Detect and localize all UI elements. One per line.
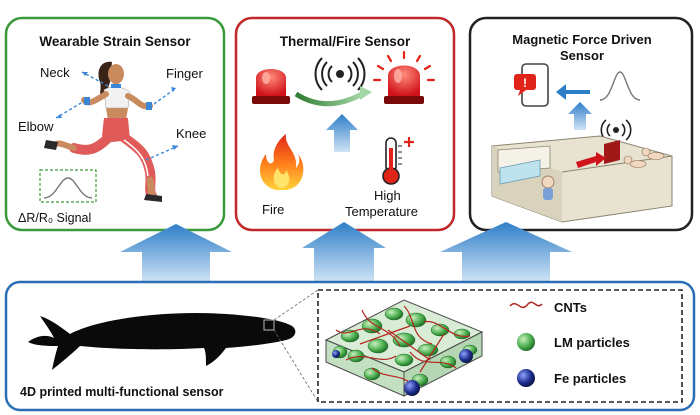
neck-sensor [111,84,121,88]
upward-arrows [120,222,572,282]
high-label: High [374,188,401,203]
legend: CNTs LM particles Fe particles [509,300,630,387]
arrow-to-thermal [302,222,386,282]
signal-to-phone-arrow [556,84,590,100]
thermal-panel-title: Thermal/Fire Sensor [280,34,411,49]
alarm-siren-icon [372,50,436,104]
transition-arrow [294,91,364,107]
neck-label: Neck [40,65,70,80]
signal-curve [43,177,93,199]
composite-block [324,299,484,397]
legend-lm-swatch [517,333,535,351]
bottom-panel: 4D printed multi-functional sensor [4,280,696,412]
zoom-marker [263,319,275,331]
phone-alert-icon: ! [514,63,549,107]
signal-box [39,169,97,203]
strain-indicator-arrows [55,71,179,161]
legend-fe-swatch [517,369,535,387]
elbow-sensor [84,97,90,105]
fish-robot-silhouette [28,312,296,370]
legend-lm-label: LM particles [554,335,630,350]
elbow-label: Elbow [18,119,54,134]
signal-label: ΔR/R₀ Signal [18,211,91,225]
temperature-label: Temperature [345,204,418,219]
legend-fe-label: Fe particles [554,371,626,386]
finger-label: Finger [166,66,204,81]
magnetic-signal-curve [599,71,641,101]
magnetic-panel-title-line2: Sensor [560,48,604,63]
magnetic-panel-title-line1: Magnetic Force Driven [512,32,651,47]
fire-icon [260,134,304,190]
thermal-up-arrow [326,114,358,152]
legend-cnts-swatch [509,301,543,309]
magnetic-panel: Magnetic Force Driven Sensor ! [468,16,694,232]
runner-figure [44,61,162,202]
finger-sensor [146,102,152,110]
composite-zoom-box [317,289,683,403]
siren-icon [252,69,290,104]
arrow-to-magnetic [440,222,572,282]
svg-text:!: ! [523,76,527,90]
knee-label: Knee [176,126,206,141]
fire-label: Fire [262,202,284,217]
thermometer-icon [382,137,414,185]
thermal-panel: Thermal/Fire Sensor [234,16,456,232]
strain-panel: Wearable Strain Sensor [4,16,226,232]
magnetic-up-arrow [568,102,592,130]
strain-panel-title: Wearable Strain Sensor [39,34,191,49]
legend-cnts-label: CNTs [554,300,587,315]
bottom-title: 4D printed multi-functional sensor [20,385,224,399]
arrow-to-strain [120,224,232,282]
magnetic-maze-icon [491,135,673,223]
